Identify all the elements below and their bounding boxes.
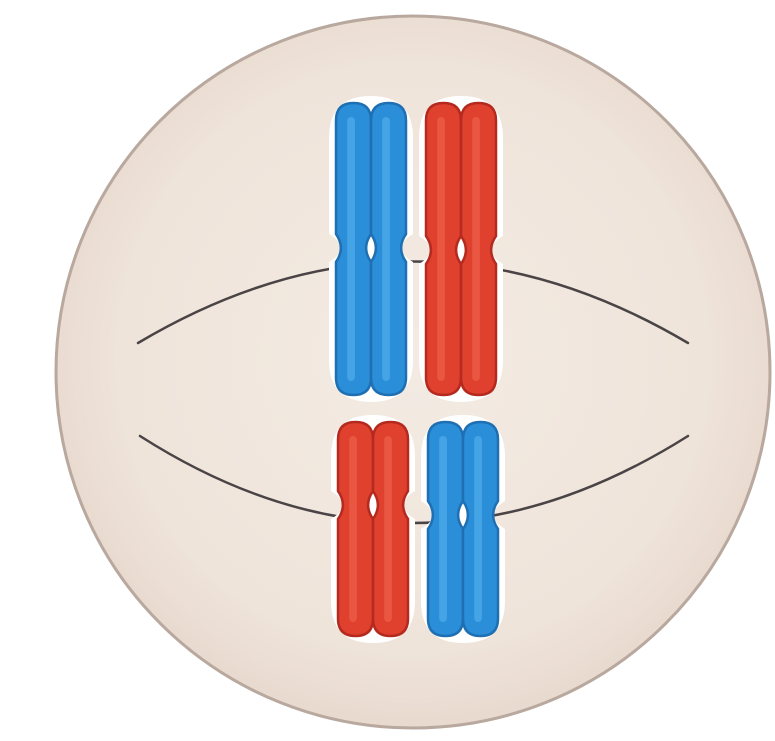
chromosome-blue-long-highlight-1 xyxy=(347,117,355,381)
cell-membrane xyxy=(56,16,770,728)
chromosome-red-short-highlight-2 xyxy=(384,436,392,622)
chromosome-red-short-highlight-1 xyxy=(349,436,357,622)
chromosome-blue-short-highlight-2 xyxy=(474,436,482,622)
chromosome-red-long xyxy=(419,96,503,402)
chromosome-blue-long-highlight-2 xyxy=(382,117,390,381)
chromosome-blue-short xyxy=(421,415,505,643)
chromosome-blue-short-highlight-1 xyxy=(439,436,447,622)
chromosome-red-long-highlight-1 xyxy=(437,117,445,381)
chromosome-red-short xyxy=(331,415,415,643)
chromosome-red-long-highlight-2 xyxy=(472,117,480,381)
chromosome-blue-long xyxy=(329,96,413,402)
